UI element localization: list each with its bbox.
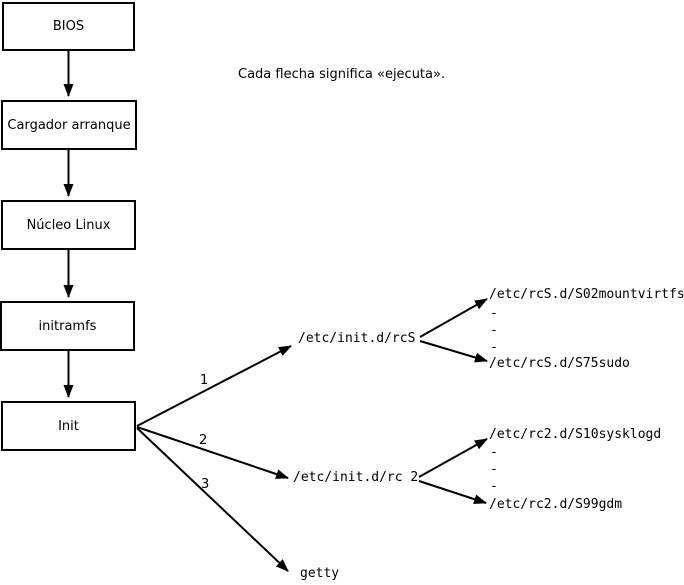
box-init: Init [1,401,136,451]
path-init-d-rcS: /etc/init.d/rcS [298,331,416,346]
box-linux-kernel-label: Núcleo Linux [26,217,111,233]
box-initramfs: initramfs [0,301,135,351]
path-rcS-s02mountvirtfs: /etc/rcS.d/S02mountvirtfs [489,287,684,302]
diagram-caption: Cada flecha significa «ejecuta». [238,67,446,82]
arrow-init-to-rc2 [136,426,289,479]
branch-number-3: 3 [201,477,210,492]
arrow-rcS-to-s75sudo [419,340,488,363]
arrow-rc2-to-s10sysklogd [418,438,488,478]
rcS-ellipsis-dash: - [490,323,498,338]
rc2-ellipsis-dash: - [490,479,498,494]
box-boot-loader-label: Cargador arranque [7,117,131,133]
branch-number-2: 2 [199,433,208,448]
box-initramfs-label: initramfs [38,318,97,334]
branch-number-1: 1 [200,373,209,388]
box-linux-kernel: Núcleo Linux [1,200,136,250]
box-bios: BIOS [2,2,135,51]
arrow-rcS-to-s02mountvirtfs [419,298,488,338]
box-bios-label: BIOS [52,19,85,34]
rcS-ellipsis-dash: - [490,306,498,321]
path-rc2-s10sysklogd: /etc/rc2.d/S10sysklogd [489,427,662,442]
rc2-ellipsis-dash: - [490,445,498,460]
path-rc2-s99gdm: /etc/rc2.d/S99gdm [489,497,623,512]
path-rcS-s75sudo: /etc/rcS.d/S75sudo [489,356,630,371]
arrow-init-to-getty [136,427,289,572]
box-init-label: Init [58,418,79,434]
rcS-ellipsis-dash: - [490,340,498,355]
path-init-d-rc2: /etc/init.d/rc 2 [293,470,419,485]
rc2-ellipsis-dash: - [490,462,498,477]
arrow-rc2-to-s99gdm [418,480,487,505]
arrow-init-to-rcS [136,345,292,427]
path-getty: getty [300,566,340,581]
box-boot-loader: Cargador arranque [1,100,137,150]
